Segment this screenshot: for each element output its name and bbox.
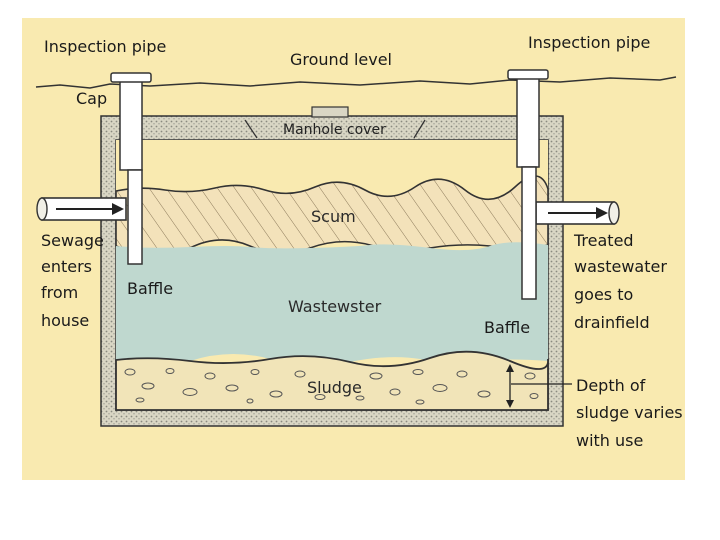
- baffle-right: [521, 166, 537, 300]
- svg-text:from: from: [41, 283, 78, 302]
- label-ground-level: Ground level: [290, 50, 392, 69]
- svg-text:with use: with use: [576, 431, 643, 450]
- svg-text:Depth of: Depth of: [576, 376, 646, 395]
- label-sewage-enters: Sewage enters from house: [41, 231, 104, 330]
- svg-text:drainfield: drainfield: [574, 313, 650, 332]
- wastewater-layer: [116, 242, 548, 368]
- svg-text:Treated: Treated: [573, 231, 634, 250]
- inspection-pipe-right: [507, 69, 549, 168]
- svg-text:enters: enters: [41, 257, 92, 276]
- label-treated-wastewater: Treated wastewater goes to drainfield: [573, 231, 667, 332]
- sludge-layer: [115, 350, 549, 411]
- label-cap: Cap: [76, 89, 107, 108]
- label-inspection-pipe-right: Inspection pipe: [528, 33, 650, 52]
- svg-text:Sewage: Sewage: [41, 231, 104, 250]
- inspection-pipe-left: [110, 72, 152, 171]
- svg-text:sludge varies: sludge varies: [576, 403, 683, 422]
- outlet-pipe: [535, 201, 620, 225]
- inlet-pipe: [36, 197, 127, 221]
- label-baffle-right: Baffle: [484, 318, 530, 337]
- ground-line: [35, 76, 677, 89]
- manhole-cover: [244, 106, 426, 139]
- label-scum: Scum: [311, 207, 356, 226]
- label-wastewater: Wastewster: [288, 297, 382, 316]
- label-manhole-cover: Manhole cover: [283, 122, 386, 138]
- svg-text:wastewater: wastewater: [574, 257, 667, 276]
- sludge-depth-indicator: [506, 364, 572, 408]
- label-depth-of-sludge: Depth of sludge varies with use: [576, 376, 683, 450]
- svg-text:house: house: [41, 311, 89, 330]
- svg-text:goes to: goes to: [574, 285, 633, 304]
- label-inspection-pipe-left: Inspection pipe: [44, 37, 166, 56]
- label-baffle-left: Baffle: [127, 279, 173, 298]
- label-sludge: Sludge: [307, 378, 362, 397]
- baffle-left: [127, 169, 143, 265]
